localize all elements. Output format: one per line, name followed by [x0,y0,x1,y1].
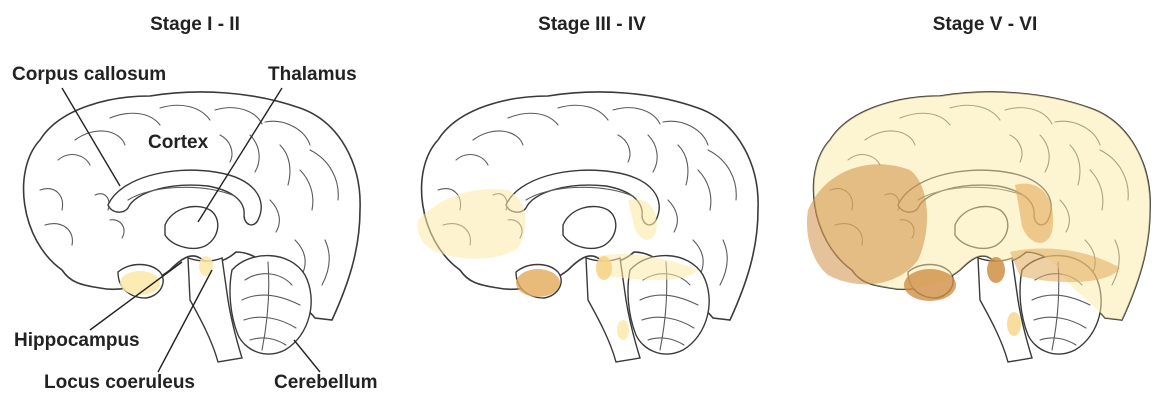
pathology-locus-coeruleus-3 [987,257,1005,283]
pathology-brainstem-3 [1007,312,1021,336]
label-corpus-callosum: Corpus callosum [12,64,166,86]
pathology-hippocampus-3 [904,269,956,301]
brain-panel-3 [807,92,1150,362]
pathology-brainstem-2 [617,320,629,340]
pathology-hippocampus-2 [516,269,560,297]
label-thalamus: Thalamus [268,64,357,86]
label-hippocampus: Hippocampus [14,330,140,352]
brain-panel-2 [418,92,759,362]
label-locus-coeruleus: Locus coeruleus [44,372,195,394]
leader-cerebellum [294,340,320,372]
label-cortex: Cortex [148,132,208,154]
pathology-locus-coeruleus-2 [596,256,612,280]
label-cerebellum: Cerebellum [274,372,377,394]
